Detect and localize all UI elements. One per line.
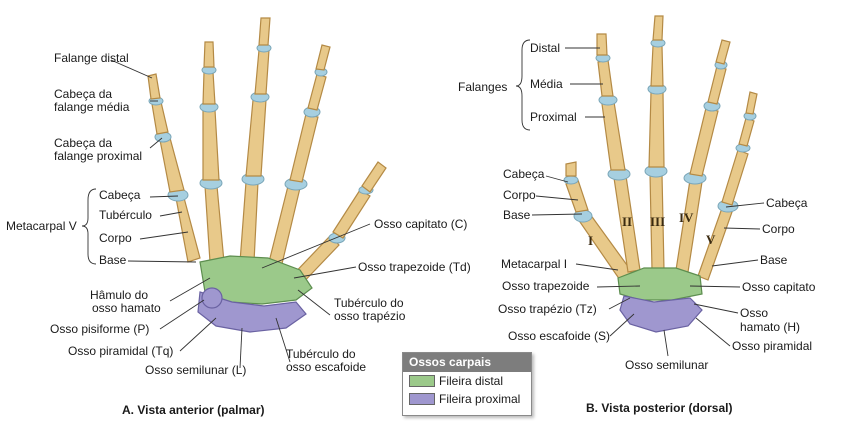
label-hamulo-2: osso hamato: [92, 301, 161, 315]
label-trapezoide-a: Osso trapezoide (Td): [358, 260, 471, 274]
label-tuberculo-a: Tubérculo: [99, 208, 152, 222]
label-tub-trapezio-2: osso trapézio: [334, 309, 406, 323]
legend-carpal-bones: Ossos carpais Fileira distal Fileira pro…: [402, 352, 532, 416]
label-corpo-b-left: Corpo: [503, 188, 536, 202]
roman-numerals: I II III IV V: [588, 210, 716, 248]
label-base-b-right: Base: [760, 253, 788, 267]
roman-iv: IV: [679, 210, 694, 225]
pisiforme-a: [201, 287, 223, 309]
label-distal: Distal: [530, 41, 560, 55]
label-hamato-2: hamato (H): [740, 320, 800, 334]
label-media: Média: [530, 77, 563, 91]
finger-ii-a: [267, 44, 331, 269]
label-tub-trapezio-1: Tubérculo do: [334, 296, 404, 310]
roman-iii: III: [650, 214, 665, 229]
legend-label-proximal: Fileira proximal: [439, 392, 521, 406]
finger-i-b: [563, 161, 633, 281]
caption-panel-a: A. Vista anterior (palmar): [122, 403, 265, 417]
leaders-a: [81, 59, 371, 369]
label-corpo-a: Corpo: [99, 231, 132, 245]
label-falanges: Falanges: [458, 80, 507, 94]
label-pisiforme: Osso pisiforme (P): [50, 322, 149, 336]
label-capitato-a: Osso capitato (C): [374, 217, 467, 231]
roman-i: I: [588, 233, 593, 248]
label-corpo-b-right: Corpo: [762, 222, 795, 236]
label-metacarpal-i: Metacarpal I: [501, 257, 567, 271]
label-falange-distal: Falange distal: [54, 51, 129, 65]
label-base-b-left: Base: [503, 208, 531, 222]
carpals-a: [197, 255, 313, 333]
label-cabeca-a: Cabeça: [99, 188, 141, 202]
proximal-row-a: [197, 291, 307, 333]
label-cabeca-prox-1: Cabeça da: [54, 136, 112, 150]
label-escafoide-b: Osso escafoide (S): [508, 329, 610, 343]
label-hamulo-1: Hâmulo do: [90, 288, 148, 302]
label-cabeca-media-2: falange média: [54, 100, 130, 114]
panel-a-hand: [147, 17, 387, 333]
labels-b: Falanges Distal Média Proximal Cabeça Co…: [458, 41, 816, 415]
label-piramidal-b: Osso piramidal: [732, 339, 812, 353]
label-tub-escafoide-2: osso escafoide: [286, 360, 366, 374]
label-cabeca-b-left: Cabeça: [503, 167, 545, 181]
finger-v-b: [697, 91, 758, 281]
finger-iv-b: [675, 39, 731, 273]
legend-row-proximal: Fileira proximal: [403, 390, 531, 408]
swatch-distal: [409, 375, 435, 387]
label-proximal: Proximal: [530, 110, 577, 124]
roman-v: V: [706, 232, 716, 247]
label-hamato-1: Osso: [740, 306, 768, 320]
legend-row-distal: Fileira distal: [403, 372, 531, 390]
label-cabeca-media-1: Cabeça da: [54, 87, 112, 101]
finger-iii-b: [644, 15, 668, 271]
label-cabeca-prox-2: falange proximal: [54, 149, 142, 163]
label-trapezoide-b: Osso trapezoide: [502, 279, 590, 293]
label-semilunar-a: Osso semilunar (L): [145, 363, 246, 377]
panel-b-hand: [563, 15, 758, 333]
carpals-b: [617, 267, 703, 333]
finger-iii-a: [239, 17, 272, 263]
label-cabeca-b-right: Cabeça: [766, 196, 808, 210]
label-semilunar-b: Osso semilunar: [625, 358, 708, 372]
swatch-proximal: [409, 393, 435, 405]
legend-label-distal: Fileira distal: [439, 374, 504, 388]
brace-metacarpal-v: [81, 188, 97, 265]
label-capitato-b: Osso capitato: [742, 280, 816, 294]
roman-ii: II: [622, 214, 632, 229]
label-tub-escafoide-1: Tubérculo do: [286, 347, 356, 361]
caption-panel-b: B. Vista posterior (dorsal): [586, 401, 732, 415]
leaders-b: [515, 39, 765, 357]
finger-iv-a: [199, 41, 225, 263]
distal-row-b: [617, 267, 703, 301]
label-piramidal-a: Osso piramidal (Tq): [68, 344, 173, 358]
legend-title: Ossos carpais: [403, 353, 531, 372]
label-metacarpal-v: Metacarpal V: [6, 219, 77, 233]
labels-a: Falange distal Cabeça da falange média C…: [6, 51, 471, 417]
proximal-row-b: [619, 295, 703, 333]
brace-falanges: [515, 39, 531, 131]
label-base-a: Base: [99, 253, 127, 267]
label-trapezio-b: Osso trapézio (Tz): [498, 302, 597, 316]
